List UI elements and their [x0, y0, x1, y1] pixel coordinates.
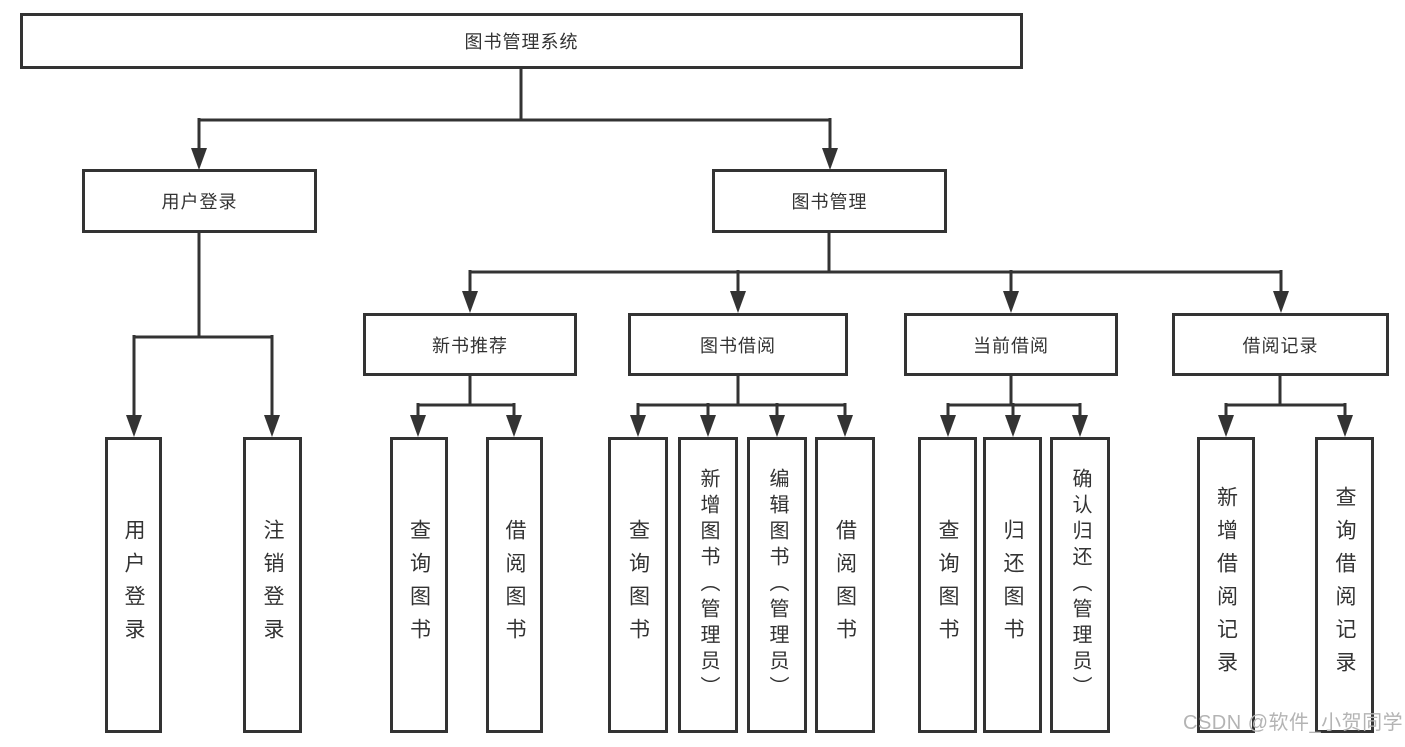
leaf-label: 新增借阅记录	[1214, 486, 1238, 684]
leaf-label: 查询图书	[936, 519, 959, 651]
leaf-label: 用户登录	[122, 519, 145, 651]
node-new-book-recommend: 新书推荐	[363, 313, 577, 376]
leaf-label: 新增图书（管理员）	[697, 468, 719, 702]
leaf-user-login: 用户登录	[105, 437, 162, 733]
node-root: 图书管理系统	[20, 13, 1023, 69]
node-root-label: 图书管理系统	[464, 32, 579, 52]
leaf-label: 查询图书	[626, 519, 650, 651]
leaf-query-books-recommend: 查询图书	[390, 437, 448, 733]
leaf-query-books-borrowing: 查询图书	[608, 437, 668, 733]
node-current-borrowing: 当前借阅	[904, 313, 1118, 376]
leaf-label: 注销登录	[261, 519, 284, 651]
leaf-edit-books-admin: 编辑图书（管理员）	[747, 437, 807, 733]
leaf-label: 归还图书	[1001, 519, 1024, 651]
leaf-label: 查询借阅记录	[1333, 486, 1356, 684]
node-borrowing-records-label: 借阅记录	[1242, 335, 1319, 356]
leaf-label: 借阅图书	[833, 519, 857, 651]
csdn-watermark: CSDN @软件_小贺同学	[1183, 712, 1404, 734]
leaf-label: 借阅图书	[503, 519, 526, 651]
leaf-return-books: 归还图书	[983, 437, 1042, 733]
leaf-add-books-admin: 新增图书（管理员）	[678, 437, 738, 733]
leaf-query-borrow-record: 查询借阅记录	[1315, 437, 1374, 733]
node-book-management: 图书管理	[712, 169, 947, 233]
leaf-label: 查询图书	[407, 519, 431, 651]
leaf-label: 编辑图书（管理员）	[766, 468, 788, 702]
leaf-label: 确认归还（管理员）	[1069, 468, 1091, 702]
leaf-add-borrow-record: 新增借阅记录	[1197, 437, 1255, 733]
leaf-logout: 注销登录	[243, 437, 302, 733]
node-book-borrowing-label: 图书借阅	[700, 335, 776, 356]
node-book-management-label: 图书管理	[791, 192, 868, 212]
leaf-borrow-books-recommend: 借阅图书	[486, 437, 543, 733]
leaf-query-books-current: 查询图书	[918, 437, 977, 733]
node-user-login: 用户登录	[82, 169, 317, 233]
leaf-confirm-return-admin: 确认归还（管理员）	[1050, 437, 1110, 733]
node-current-borrowing-label: 当前借阅	[973, 335, 1049, 356]
node-new-book-recommend-label: 新书推荐	[432, 335, 508, 356]
node-user-login-label: 用户登录	[161, 192, 238, 212]
node-book-borrowing: 图书借阅	[628, 313, 848, 376]
leaf-borrow-books: 借阅图书	[815, 437, 875, 733]
node-borrowing-records: 借阅记录	[1172, 313, 1389, 376]
